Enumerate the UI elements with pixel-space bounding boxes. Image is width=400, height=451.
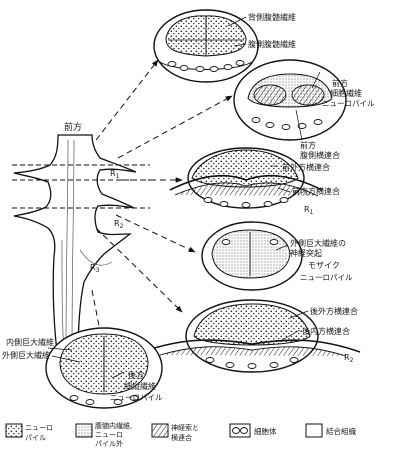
ganglion-connective-stripes xyxy=(61,139,113,356)
label-mosaic-2: ニューロパイル xyxy=(300,273,353,282)
legend-item-connective-tissue: 結合組織 xyxy=(305,423,356,438)
label-lat-giant: 外側巨大繊維 xyxy=(2,350,50,360)
svg-text:神経索と: 神経索と xyxy=(171,423,199,432)
section-3 xyxy=(169,147,323,209)
svg-text:腹髄内繊維,: 腹髄内繊維, xyxy=(95,421,132,430)
svg-text:ニューロ: ニューロ xyxy=(25,424,53,432)
label-mosaic-1: モザイク xyxy=(308,261,340,270)
legend-item-nerve-tract: 神経索と 横連合 xyxy=(151,423,199,442)
label-anterior-fine-3: ニューロパイル xyxy=(322,99,375,108)
label-front: 前方 xyxy=(64,121,82,133)
section-lines xyxy=(12,164,150,209)
cord-fibers-icon xyxy=(75,423,93,438)
label-ant-ventral-2: 腹側横連合 xyxy=(300,150,340,160)
diagram-labels: 前方 背側腹髄繊維 腹側腹髄繊維 前方 細胞繊維 ニューロパイル 前方 腹側横連… xyxy=(2,12,375,402)
label-post-med-comm: 後内方横連合 xyxy=(302,326,350,336)
section-5 xyxy=(147,299,361,373)
label-posterior-3: ニューロパイル xyxy=(110,393,163,402)
label-lat-giant-2: 神経突起 xyxy=(290,248,322,258)
svg-text:パイル外: パイル外 xyxy=(95,439,123,448)
label-posterior-1: 後方 xyxy=(128,370,144,380)
svg-text:結合組織: 結合組織 xyxy=(326,426,356,436)
label-med-giant: 内側巨大繊維 xyxy=(6,337,54,347)
ganglion-outline xyxy=(13,134,137,361)
label-r3: R3 xyxy=(90,263,100,274)
section-6 xyxy=(45,327,163,409)
legend-item-cell-body: 細胞体 xyxy=(229,423,277,438)
svg-text:細胞体: 細胞体 xyxy=(254,426,277,436)
svg-text:横連合: 横連合 xyxy=(171,433,192,442)
label-r1: R1 xyxy=(110,169,120,180)
nerve-tract-icon xyxy=(151,423,169,438)
legend-item-cord-fibers: 腹髄内繊維, ニューロ パイル外 xyxy=(75,421,132,448)
label-ant-lat-comm: 前外方横連合 xyxy=(282,162,330,172)
label-ventral-fibers: 腹側腹髄繊維 xyxy=(248,39,296,49)
connective-tissue-icon xyxy=(305,423,323,438)
label-anterior-fine-1: 前方 xyxy=(332,78,348,88)
legend-item-neuropile: ニューロ パイル xyxy=(5,423,53,442)
label-ant-med-comm: 前内方横連合 xyxy=(292,186,340,196)
label-r2: R2 xyxy=(114,219,124,230)
label-anterior-fine-2: 細胞繊維 xyxy=(330,88,362,98)
label-lat-giant-1: 外側巨大繊維の xyxy=(290,238,346,248)
svg-text:パイル: パイル xyxy=(25,434,46,442)
label-posterior-2: 細縦繊維 xyxy=(124,381,156,391)
section-4 xyxy=(201,221,303,291)
leader-lines xyxy=(47,16,321,379)
legend: ニューロ パイル 腹髄内繊維, ニューロ パイル外 神経索と 横連合 細胞体 結… xyxy=(5,421,356,448)
label-r1b: R1 xyxy=(304,205,314,216)
label-r2b: R2 xyxy=(344,353,354,364)
label-ant-ventral-1: 前方 xyxy=(300,140,316,150)
neuropile-dots-icon xyxy=(5,423,23,438)
label-post-lat-comm: 後外方横連合 xyxy=(310,306,358,316)
section-1 xyxy=(153,9,259,83)
section-2 xyxy=(233,59,347,141)
svg-text:ニューロ: ニューロ xyxy=(95,431,123,439)
label-dorsal-fibers: 背側腹髄繊維 xyxy=(248,12,296,22)
